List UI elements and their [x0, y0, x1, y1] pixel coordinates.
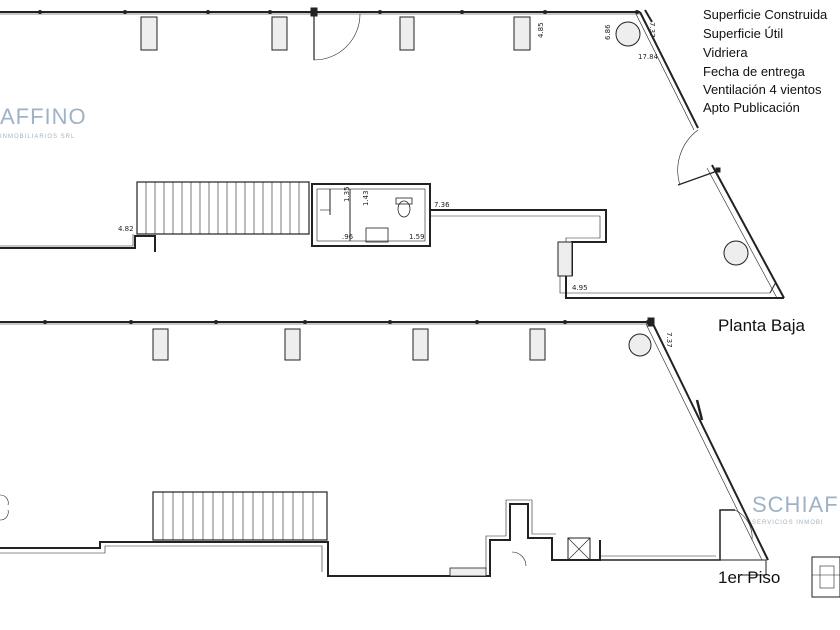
dim-736: 7.36 — [434, 201, 450, 209]
dim-495: 4.95 — [572, 284, 588, 292]
watermark-right-main: SCHIAF — [752, 492, 839, 517]
dim-159: 1.59 — [409, 233, 425, 241]
facade-posts — [38, 10, 639, 14]
columns-lower — [152, 328, 652, 361]
dim-143: 1.43 — [362, 190, 370, 206]
dim-lower-737: 7.37 — [665, 332, 673, 348]
watermark-right-sub: SERVICIOS INMOBI — [752, 520, 824, 526]
dim-096: .96 — [342, 233, 354, 241]
stairs-treads-lower — [162, 492, 314, 540]
dim-686: 6.86 — [604, 24, 612, 40]
legend-superficie-construida: Superficie Construida — [703, 7, 828, 22]
columns — [140, 16, 749, 266]
dim-top-right: 7.37 — [648, 22, 656, 38]
watermark-right: SCHIAF SERVICIOS INMOBI — [752, 492, 839, 526]
planta-baja-label: Planta Baja — [718, 316, 805, 335]
legend-superficie-util: Superficie Útil — [703, 26, 784, 41]
facade-posts-lower — [43, 320, 650, 324]
planta-baja-plan: 7.37 6.86 4.85 17.84 1.35 1.43 .96 1.59 … — [0, 7, 785, 299]
primer-piso-plan: 7.37 — [0, 317, 840, 598]
dim-135: 1.35 — [343, 186, 351, 202]
watermark-left-main: AFFINO — [0, 104, 87, 129]
watermark-left-sub: INMOBILIARIOS SRL — [0, 134, 75, 140]
legend-fecha-entrega: Fecha de entrega — [703, 64, 805, 79]
legend-vidriera: Vidriera — [703, 45, 748, 60]
dim-485: 4.85 — [537, 22, 545, 38]
dim-482: 4.82 — [118, 225, 134, 233]
legend-apto-publicacion: Apto Publicación — [703, 100, 800, 115]
primer-piso-label: 1er Piso — [718, 568, 781, 587]
stairs-treads — [145, 182, 300, 234]
watermark-left: AFFINO INMOBILIARIOS SRL — [0, 104, 87, 140]
dim-1784: 17.84 — [638, 53, 659, 61]
legend-ventilacion: Ventilación 4 vientos — [703, 82, 822, 97]
